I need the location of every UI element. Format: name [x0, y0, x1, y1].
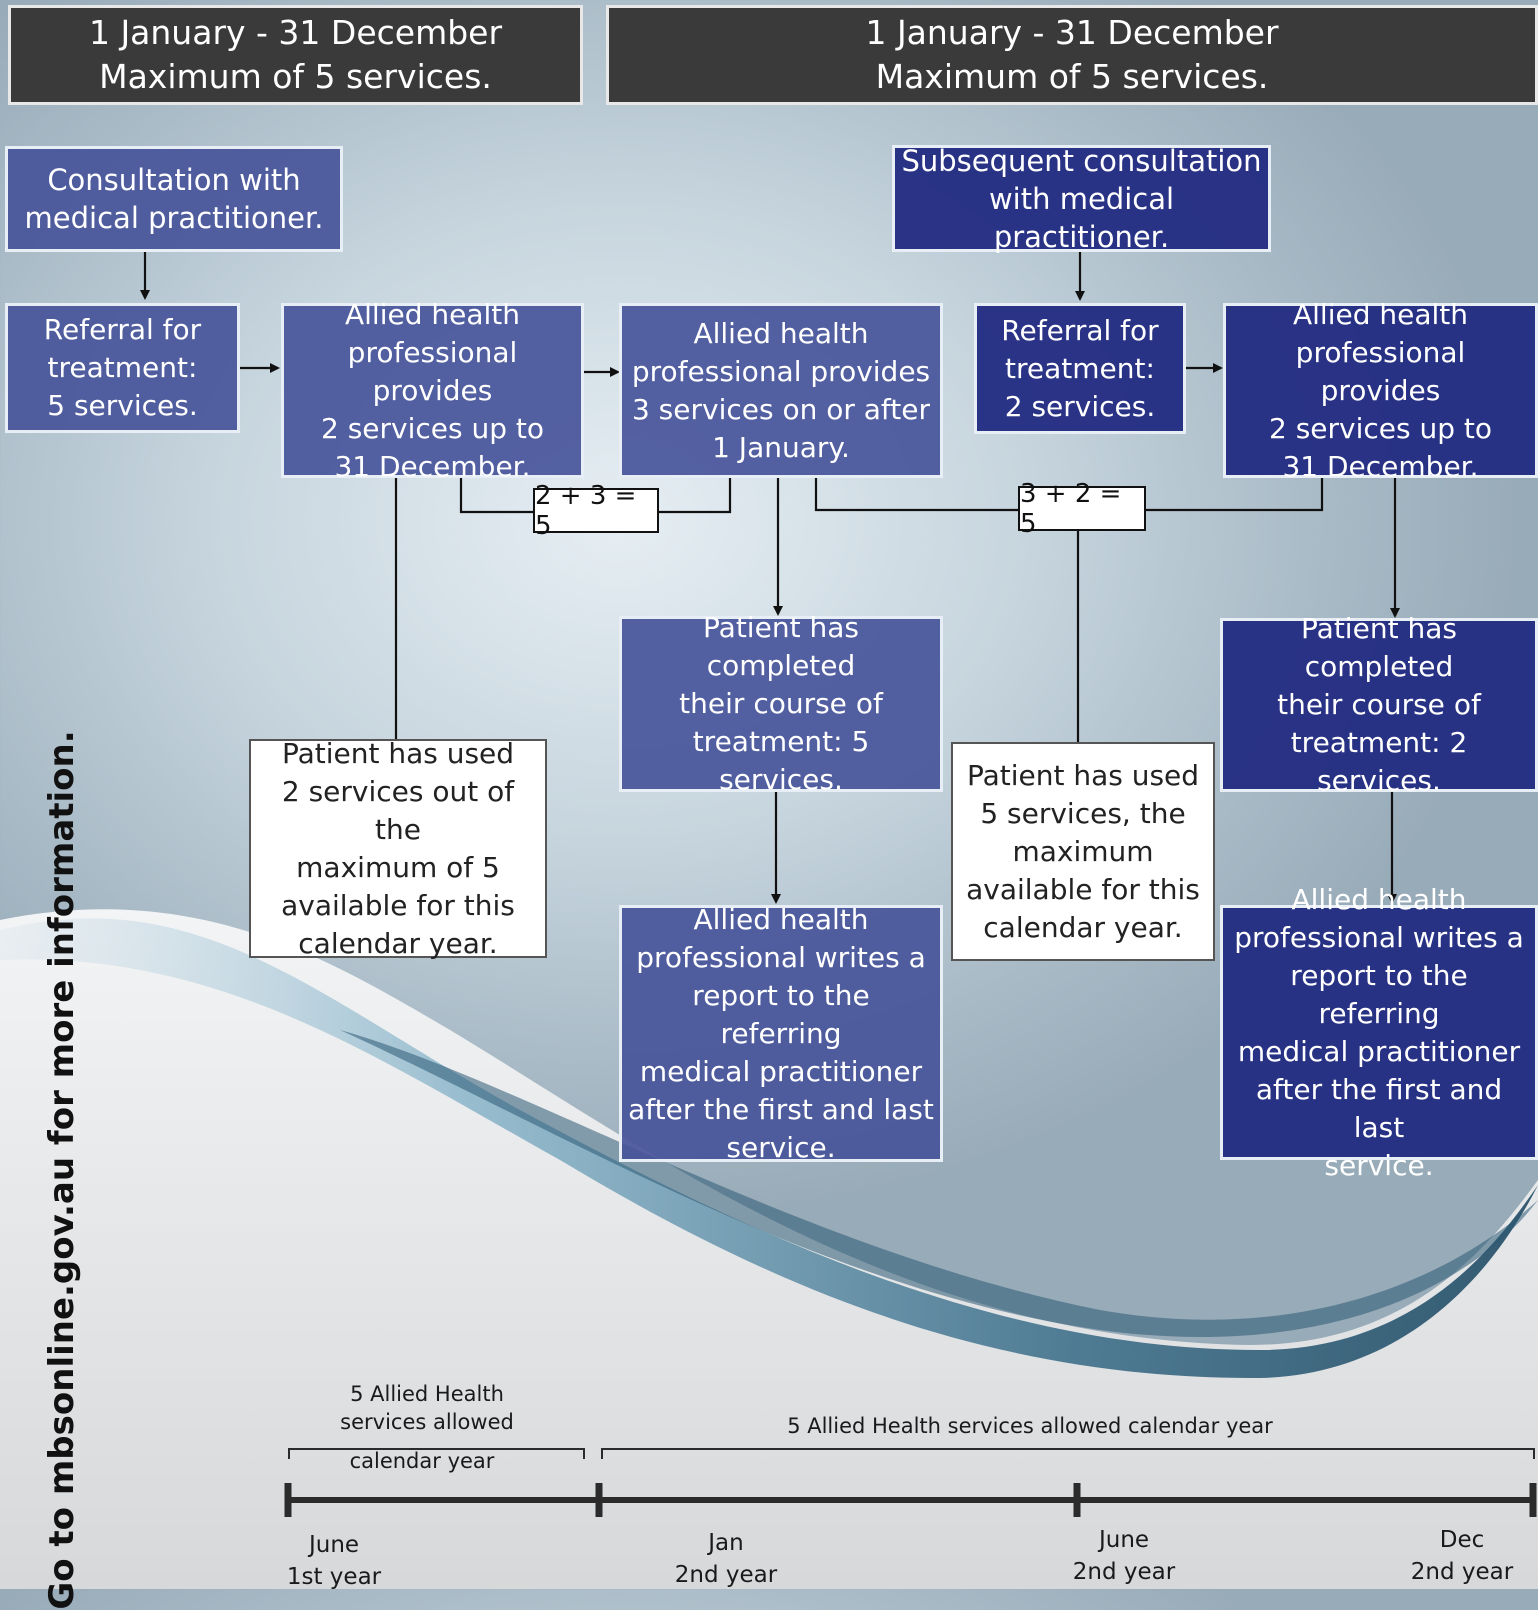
- used-2-box: Patient has used 2 services out of the m…: [249, 737, 547, 960]
- website-info-text: Go to mbsonline.gov.au for more informat…: [42, 730, 82, 1610]
- subsequent-consultation-box: Subsequent consultation with medical pra…: [892, 144, 1271, 254]
- completed-5-box: Patient has completed their course of tr…: [619, 611, 943, 796]
- sum-2-plus-3: 2 + 3 = 5: [533, 481, 659, 541]
- timeline-tick-label-june-1st: June 1st year: [286, 1532, 382, 1590]
- report-2-box: Allied health professional writes a repo…: [1220, 883, 1538, 1182]
- completed-2-box: Patient has completed their course of tr…: [1220, 612, 1538, 797]
- timeline-second-year-label: 5 Allied Health services allowed calenda…: [787, 1414, 1273, 1438]
- ahp-2-services-2nd-box: Allied health professional provides 2 se…: [1223, 298, 1538, 483]
- ahp-2-services-box: Allied health professional provides 2 se…: [281, 298, 584, 483]
- timeline-first-year-label-bottom: calendar year: [349, 1449, 495, 1473]
- timeline-tick-label-june-2nd: June 2nd year: [1072, 1527, 1176, 1585]
- sum-3-plus-2: 3 + 2 = 5: [1018, 479, 1146, 539]
- referral-5-box: Referral for treatment: 5 services.: [5, 303, 240, 433]
- timeline-tick-label-dec-2nd: Dec 2nd year: [1410, 1527, 1514, 1585]
- timeline-first-year-label-top: 5 Allied Health services allowed: [340, 1382, 514, 1434]
- ahp-3-services-box: Allied health professional provides 3 se…: [619, 303, 943, 478]
- bracket-3plus2-left: [814, 478, 1018, 512]
- bracket-2plus3-right: [659, 478, 732, 514]
- report-1-box: Allied health professional writes a repo…: [619, 903, 943, 1164]
- bracket-2plus3-left: [459, 478, 533, 514]
- header-year-2: 1 January - 31 December Maximum of 5 ser…: [606, 5, 1538, 105]
- used-5-box: Patient has used 5 services, the maximum…: [951, 742, 1215, 961]
- timeline-bracket-second-year: [601, 1448, 1535, 1459]
- bracket-3plus2-right: [1146, 478, 1324, 512]
- timeline-tick-label-jan-2nd: Jan 2nd year: [674, 1530, 778, 1588]
- consultation-box: Consultation with medical practitioner.: [5, 146, 343, 252]
- timeline-bracket-first-year: [288, 1448, 585, 1459]
- referral-2-box: Referral for treatment: 2 services.: [974, 303, 1186, 434]
- header-year-1: 1 January - 31 December Maximum of 5 ser…: [8, 5, 583, 105]
